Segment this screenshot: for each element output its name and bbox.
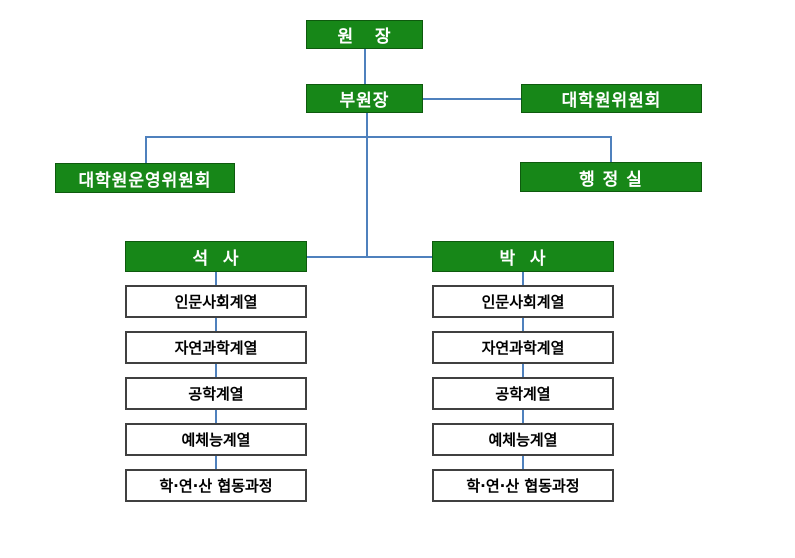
node-graduate-committee: 대학원위원회 — [521, 84, 702, 113]
connector-vice-committee — [423, 98, 521, 100]
doctoral-program-engineering: 공학계열 — [432, 377, 614, 410]
doctoral-program-cooperative: 학·연·산 협동과정 — [432, 469, 614, 502]
connector-doctoral-column — [522, 272, 524, 470]
connector-masters-column — [215, 272, 217, 470]
masters-program-cooperative: 학·연·산 협동과정 — [125, 469, 307, 502]
node-director: 원 장 — [306, 20, 423, 49]
connector-drop-steering — [145, 136, 147, 163]
node-admin-office: 행 정 실 — [520, 162, 702, 192]
masters-program-natural-sciences: 자연과학계열 — [125, 331, 307, 364]
masters-program-engineering: 공학계열 — [125, 377, 307, 410]
connector-masters-doctoral — [307, 256, 432, 258]
node-doctoral: 박 사 — [432, 241, 614, 272]
connector-director-vice — [364, 49, 366, 84]
doctoral-program-humanities: 인문사회계열 — [432, 285, 614, 318]
node-vice-director: 부원장 — [306, 84, 423, 113]
node-masters: 석 사 — [125, 241, 307, 272]
masters-program-arts-sports: 예체능계열 — [125, 423, 307, 456]
doctoral-program-arts-sports: 예체능계열 — [432, 423, 614, 456]
doctoral-program-natural-sciences: 자연과학계열 — [432, 331, 614, 364]
connector-horizontal-rail — [145, 136, 611, 138]
node-graduate-steering-committee: 대학원운영위원회 — [55, 163, 235, 193]
connector-drop-admin — [610, 136, 612, 162]
connector-center-drop — [366, 113, 368, 257]
masters-program-humanities: 인문사회계열 — [125, 285, 307, 318]
